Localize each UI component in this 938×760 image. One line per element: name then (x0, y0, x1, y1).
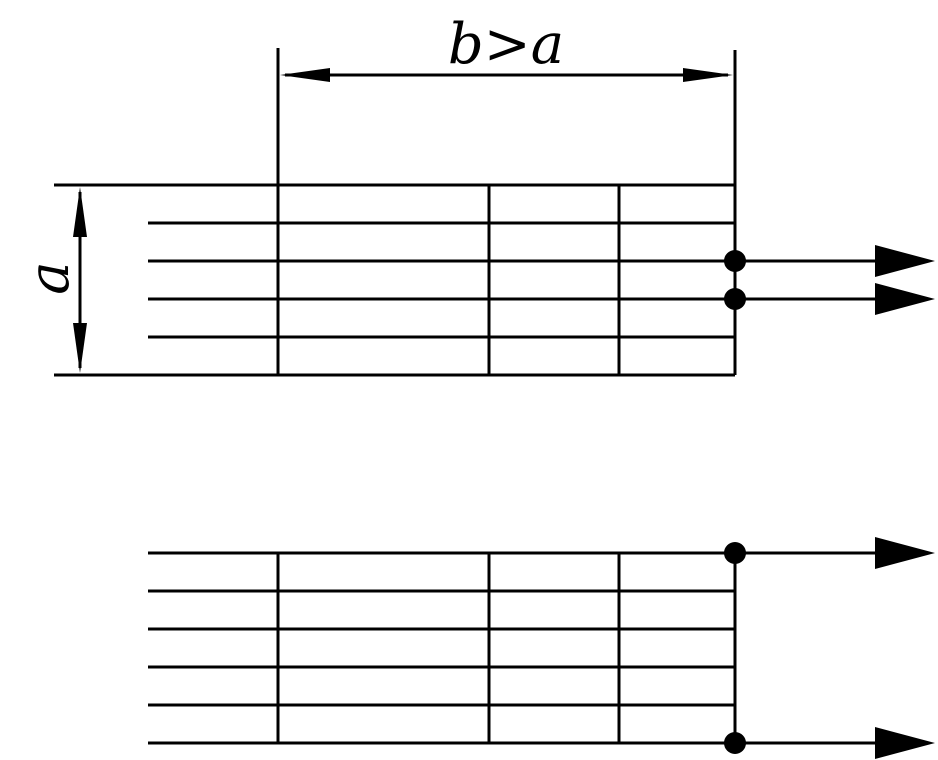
bottom-output-arrow-2-icon (875, 727, 935, 759)
dimension-b-arrow-left-icon (280, 68, 330, 82)
dimension-a: a (17, 187, 87, 373)
dimension-b-label: b>a (448, 12, 564, 77)
top-figure: b>a a (17, 12, 935, 377)
top-output-arrow-1-icon (875, 245, 935, 277)
dimension-b: b>a (280, 12, 733, 82)
top-output-arrow-2-icon (875, 283, 935, 315)
bottom-output-arrow-1-icon (875, 537, 935, 569)
dimension-a-arrow-up-icon (73, 187, 87, 237)
dimension-a-arrow-down-icon (73, 323, 87, 373)
dimension-a-label: a (17, 261, 82, 294)
dimension-b-arrow-right-icon (683, 68, 733, 82)
bottom-figure (148, 537, 935, 759)
